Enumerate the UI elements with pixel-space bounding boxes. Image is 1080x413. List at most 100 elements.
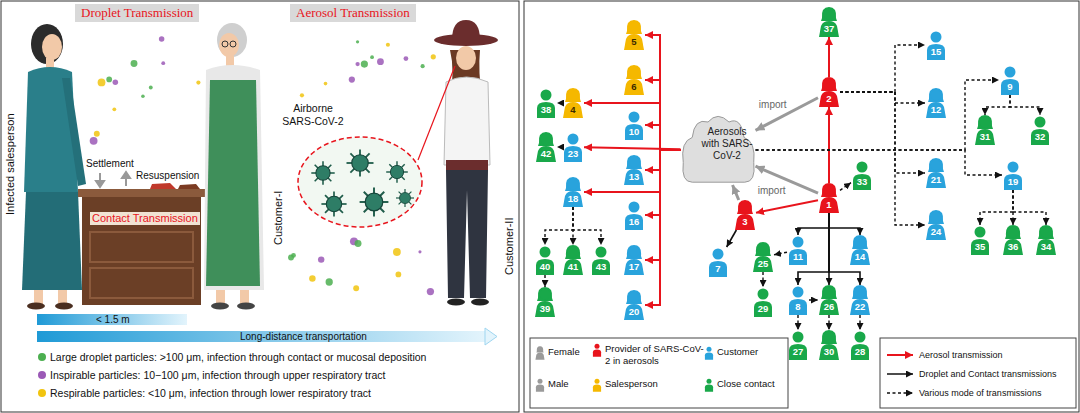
person-node: 28: [849, 330, 871, 360]
legend-item: Salesperson: [592, 378, 658, 392]
legend-text: Droplet and Contact transmissions: [919, 368, 1057, 380]
transmission-arrow: [645, 150, 681, 215]
legend-item: Droplet and Contact transmissions: [886, 368, 1057, 380]
transmission-arrow: [829, 213, 860, 235]
person-node: 41: [562, 245, 584, 275]
legend-swatch: [592, 378, 602, 392]
transmission-arrow: [828, 107, 830, 183]
person-node: 10: [623, 110, 645, 140]
person-node: 31: [974, 115, 996, 145]
person-node: 18: [562, 177, 584, 207]
shop-counter: [78, 183, 205, 305]
node-number: 6: [623, 79, 645, 94]
transmission-arrow: [840, 45, 925, 92]
edge-label: import: [757, 185, 787, 196]
node-number: 40: [534, 259, 556, 274]
legend-text: Provider of SARS-CoV-2 in aerosols: [605, 343, 705, 367]
transmission-arrow: [557, 146, 562, 147]
particle-note: Inspirable particles: 10−100 μm, infecti…: [50, 368, 386, 382]
node-number: 41: [562, 259, 584, 274]
legend-swatch: [704, 378, 714, 392]
node-number: 1: [818, 197, 840, 212]
legend-text: Female: [548, 346, 580, 358]
customer-one-figure: [204, 23, 264, 310]
transmission-arrow: [645, 35, 681, 150]
node-number: 18: [562, 191, 584, 206]
person-node: 1: [818, 183, 840, 213]
person-node: 26: [818, 285, 840, 315]
legend-text: Close contact: [717, 378, 775, 390]
legend-item: Provider of SARS-CoV-2 in aerosols: [592, 343, 705, 367]
person-node: 27: [787, 330, 809, 360]
transmission-arrow: [733, 185, 739, 200]
person-node: 9: [999, 65, 1021, 95]
process-label: Settlement: [86, 158, 134, 170]
transmission-arrow: [859, 315, 860, 330]
legend-text: Aerosol transmission: [919, 349, 1003, 361]
node-number: 31: [974, 129, 996, 144]
person-node: 22: [849, 285, 871, 315]
person-node: 3: [734, 200, 756, 230]
edge-label: import: [758, 99, 788, 110]
callout-label: Airborne SARS-CoV-2: [278, 102, 348, 128]
transmission-arrow: [645, 150, 681, 305]
node-number: 3: [734, 214, 756, 229]
aerosol-cloud: Aerosols with SARS-CoV-2: [681, 115, 756, 185]
transmission-arrow: [980, 190, 1013, 225]
person-node: 36: [1002, 225, 1024, 255]
legend-item: Various mode of transmissions: [886, 387, 1041, 399]
node-number: 17: [623, 259, 645, 274]
transmission-arrow: [645, 150, 681, 170]
person-node: 17: [623, 245, 645, 275]
legend-swatch: [592, 343, 602, 357]
person-node: 39: [534, 287, 556, 317]
legend-text: Male: [548, 378, 569, 390]
node-number: 25: [752, 256, 774, 271]
legend-item: Male: [535, 378, 569, 392]
person-icon: [535, 378, 545, 392]
transmission-arrow: [774, 252, 787, 255]
node-number: 34: [1035, 239, 1057, 254]
person-node: 30: [818, 330, 840, 360]
node-number: 9: [999, 79, 1021, 94]
legend-item: Customer: [704, 346, 758, 360]
person-node: 19: [1002, 160, 1024, 190]
node-number: 22: [849, 299, 871, 314]
legend-text: Customer: [717, 346, 758, 358]
person-node: 4: [562, 88, 584, 118]
transmission-arrow: [645, 80, 681, 150]
transmission-arrow: [798, 213, 829, 235]
node-number: 32: [1029, 129, 1051, 144]
transmission-arrow: [756, 200, 818, 213]
node-number: 13: [623, 169, 645, 184]
transmission-arrow: [985, 95, 1010, 115]
distance-bars: [37, 314, 497, 345]
panel-border: [524, 1, 1079, 412]
transmission-arrow: [809, 299, 818, 300]
transmission-arrow: [756, 98, 819, 131]
transmission-arrow: [840, 183, 851, 191]
node-number: 21: [925, 172, 947, 187]
transmission-arrow: [645, 125, 681, 150]
node-number: 42: [535, 146, 557, 161]
figure-label: Customer-I: [272, 191, 284, 245]
node-number: 15: [925, 44, 947, 59]
person-node: 35: [969, 225, 991, 255]
person-node: 12: [925, 88, 947, 118]
particle-note: Respirable particles: <10 μm, infection …: [50, 386, 371, 400]
node-number: 37: [818, 21, 840, 36]
legend-line: [886, 368, 916, 380]
transmission-arrow: [584, 150, 681, 192]
customer-two-figure: [434, 20, 498, 306]
node-number: 38: [535, 102, 557, 117]
person-node: 25: [752, 242, 774, 272]
node-number: 10: [623, 124, 645, 139]
transmission-arrow: [840, 92, 925, 225]
node-number: 29: [752, 301, 774, 316]
transmission-arrow: [545, 207, 573, 245]
legend-frames: [530, 338, 1076, 408]
person-node: 15: [925, 30, 947, 60]
figure-label: Infected salesperson: [4, 113, 16, 215]
node-number: 33: [851, 174, 873, 189]
node-number: 14: [849, 249, 871, 264]
